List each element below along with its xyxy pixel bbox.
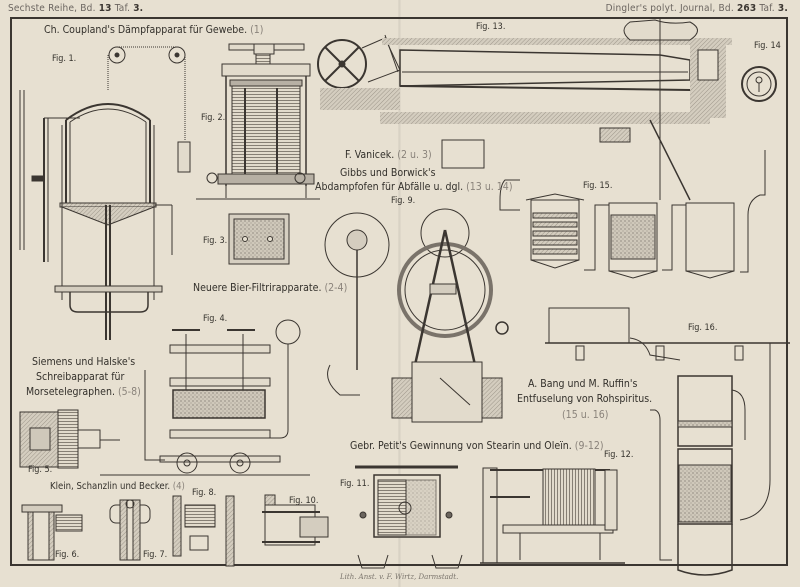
title-text: Klein, Schanzlin und Becker.	[50, 481, 171, 492]
title-gibbs-2: Abdampfofen für Abfälle u. dgl. (13 u. 1…	[315, 181, 513, 193]
fig13-furnace-drawing	[317, 18, 732, 201]
title-text: A. Bang und M. Ruffin's	[528, 378, 638, 390]
title-ref: (2-4)	[324, 282, 348, 294]
title-bang-2: Entfuselung von Rohspiritus.	[517, 393, 652, 405]
title-ref: (9-12)	[574, 440, 604, 452]
header-right: Dingler's polyt. Journal, Bd. 263 Taf. 3…	[606, 3, 788, 14]
title-ref: (5-8)	[117, 386, 141, 398]
fig11-filterplate-drawing	[355, 465, 463, 569]
fig14-valve-drawing	[741, 66, 777, 102]
title-text: Ch. Coupland's Dämpfapparat für Gewebe.	[44, 24, 248, 36]
fig16-rectifier-drawing	[545, 307, 790, 576]
header-left-prefix: Sechste Reihe, Bd.	[8, 3, 96, 14]
fig2-filter-drawing	[196, 43, 320, 200]
fig-label-6: Fig. 6.	[55, 550, 80, 560]
title-text: Gibbs und Borwick's	[340, 167, 436, 179]
title-siemens-2: Schreibapparat für	[36, 371, 124, 383]
header-left-volume: 13	[98, 3, 112, 14]
fig-label-2: Fig. 2.	[201, 113, 226, 123]
fig-label-13: Fig. 13.	[476, 22, 506, 32]
title-text: Gebr. Petit's Gewinnung von Stearin und …	[350, 440, 572, 452]
title-bier: Neuere Bier-Filtrirapparate. (2-4)	[193, 282, 347, 294]
fig-label-1: Fig. 1.	[52, 54, 77, 64]
header-right-volume: 263	[736, 3, 757, 14]
fig-label-10: Fig. 10.	[289, 496, 319, 506]
fig3-plate-drawing	[228, 213, 290, 265]
title-coupland: Ch. Coupland's Dämpfapparat für Gewebe. …	[44, 24, 263, 36]
fig9-press-drawing	[324, 208, 509, 423]
fig-label-11: Fig. 11.	[340, 479, 370, 489]
fig-label-15: Fig. 15.	[583, 181, 613, 191]
fig15-tanks-drawing	[499, 150, 766, 279]
title-siemens-1: Siemens und Halske's	[32, 356, 135, 368]
fig-label-9: Fig. 9.	[391, 196, 416, 206]
fig-label-3: Fig. 3.	[203, 236, 228, 246]
fig1-steamer-drawing	[19, 46, 191, 340]
title-bang-1: A. Bang und M. Ruffin's	[528, 378, 637, 390]
title-klein: Klein, Schanzlin und Becker. (4)	[50, 481, 185, 492]
title-bang-3: (15 u. 16)	[562, 409, 608, 421]
header-right-taf: Taf.	[759, 3, 775, 14]
title-ref: (2 u. 3)	[397, 149, 432, 161]
title-vanicek: F. Vanicek. (2 u. 3)	[345, 149, 432, 161]
header-left-taf: Taf.	[114, 3, 131, 14]
title-text: Siemens und Halske's	[32, 356, 136, 368]
fig-label-5: Fig. 5.	[28, 465, 53, 475]
fig-label-12: Fig. 12.	[604, 450, 634, 460]
fig12-press-drawing	[480, 467, 625, 564]
header-right-plate: 3.	[777, 3, 788, 14]
title-ref: (15 u. 16)	[562, 409, 609, 421]
fig-label-8: Fig. 8.	[192, 488, 217, 498]
fig-label-14: Fig. 14	[754, 41, 781, 51]
lithographer-credit: Lith. Anst. v. F. Wirtz, Darmstadt.	[340, 573, 459, 581]
title-gibbs-1: Gibbs und Borwick's	[340, 167, 436, 179]
fig6-to-10-drawings	[21, 494, 329, 567]
plate-frame	[10, 17, 788, 566]
title-ref: (13 u. 14)	[466, 181, 513, 193]
fig5-telegraph-drawing	[19, 409, 120, 469]
title-text: Schreibapparat für	[36, 371, 125, 383]
title-text: Entfuselung von Rohspiritus.	[517, 393, 653, 405]
fig4-filter-drawing	[100, 319, 310, 476]
title-ref: (4)	[172, 481, 185, 492]
title-text: F. Vanicek.	[345, 149, 395, 161]
fig-label-7: Fig. 7.	[143, 550, 168, 560]
title-text: Abdampfofen für Abfälle u. dgl.	[315, 181, 464, 193]
title-ref: (1)	[250, 24, 264, 36]
title-petit: Gebr. Petit's Gewinnung von Stearin und …	[350, 440, 604, 452]
header-left-plate: 3.	[133, 3, 144, 14]
title-text: Neuere Bier-Filtrirapparate.	[193, 282, 322, 294]
fig-label-16: Fig. 16.	[688, 323, 718, 333]
header-left: Sechste Reihe, Bd. 13 Taf. 3.	[8, 3, 143, 14]
title-siemens-3: Morsetelegraphen. (5-8)	[26, 386, 141, 398]
fig-label-4: Fig. 4.	[203, 314, 228, 324]
header-right-prefix: Dingler's polyt. Journal, Bd.	[605, 3, 734, 14]
title-text: Morsetelegraphen.	[26, 386, 115, 398]
